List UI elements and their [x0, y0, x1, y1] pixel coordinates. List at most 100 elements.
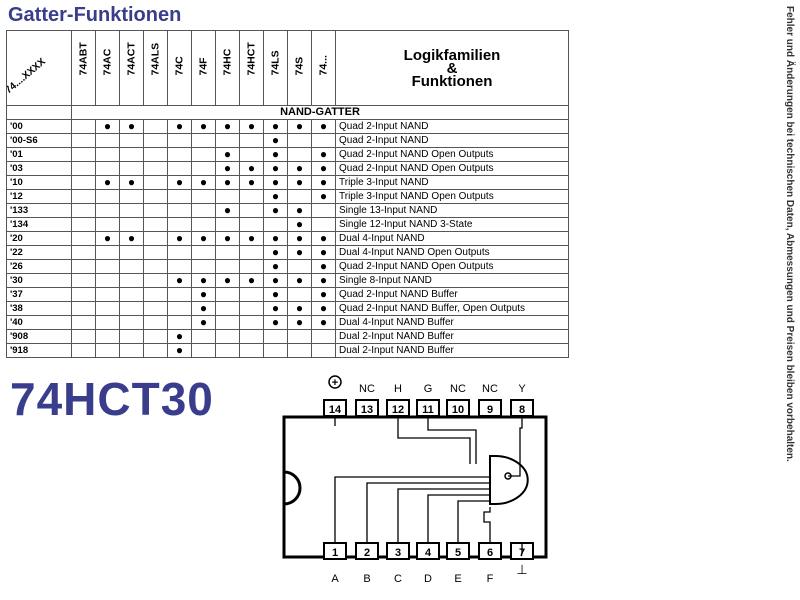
- empty-cell: [287, 133, 312, 148]
- table-row: '134●Single 12-Input NAND 3-State: [6, 217, 569, 232]
- section-label: NAND-GATTER: [71, 105, 569, 120]
- empty-cell: [239, 203, 264, 218]
- empty-cell: [143, 175, 168, 190]
- part-code-cell: '22: [6, 245, 72, 260]
- page-title: Gatter-Funktionen: [8, 4, 182, 26]
- empty-cell: [191, 189, 216, 204]
- part-code-cell: '38: [6, 301, 72, 316]
- pin-label: G: [424, 383, 433, 395]
- empty-cell: [119, 161, 144, 176]
- family-label: 74C: [173, 55, 185, 75]
- empty-cell: [287, 287, 312, 302]
- availability-dot: ●: [191, 287, 216, 302]
- empty-cell: [119, 133, 144, 148]
- empty-cell: [95, 329, 120, 344]
- availability-dot: ●: [167, 231, 192, 246]
- family-header-6: 74HC: [215, 30, 240, 106]
- empty-cell: [143, 133, 168, 148]
- availability-dot: ●: [287, 217, 312, 232]
- availability-dot: ●: [311, 147, 336, 162]
- availability-dot: ●: [191, 175, 216, 190]
- availability-dot: ●: [167, 329, 192, 344]
- empty-cell: [239, 315, 264, 330]
- empty-cell: [167, 217, 192, 232]
- empty-cell: [119, 259, 144, 274]
- empty-cell: [239, 343, 264, 358]
- pin-label: D: [424, 573, 432, 585]
- family-header-2: 74ACT: [119, 30, 144, 106]
- availability-dot: ●: [311, 189, 336, 204]
- function-description-cell: Dual 4-Input NAND Buffer: [335, 315, 569, 330]
- empty-cell: [143, 217, 168, 232]
- availability-dot: ●: [311, 161, 336, 176]
- empty-cell: [287, 189, 312, 204]
- empty-cell: [71, 259, 96, 274]
- empty-cell: [167, 161, 192, 176]
- empty-cell: [119, 301, 144, 316]
- part-code-cell: '918: [6, 343, 72, 358]
- empty-cell: [143, 315, 168, 330]
- empty-cell: [215, 259, 240, 274]
- empty-cell: [287, 343, 312, 358]
- empty-cell: [95, 315, 120, 330]
- pin-box: [478, 399, 502, 417]
- availability-dot: ●: [287, 301, 312, 316]
- pin-number: 9: [487, 404, 493, 416]
- table-row: '01●●●Quad 2-Input NAND Open Outputs: [6, 147, 569, 162]
- availability-dot: ●: [263, 189, 288, 204]
- pin-label: E: [454, 573, 461, 585]
- function-description-cell: Triple 3-Input NAND Open Outputs: [335, 189, 569, 204]
- pin-label: NC: [482, 383, 498, 395]
- availability-dot: ●: [263, 119, 288, 134]
- table-row: '133●●●Single 13-Input NAND: [6, 203, 569, 218]
- empty-cell: [119, 203, 144, 218]
- empty-cell: [95, 203, 120, 218]
- availability-dot: ●: [263, 203, 288, 218]
- table-row: '00-S6●Quad 2-Input NAND: [6, 133, 569, 148]
- family-label: 74ALS: [149, 42, 161, 75]
- empty-cell: [71, 189, 96, 204]
- empty-cell: [239, 133, 264, 148]
- empty-cell: [71, 231, 96, 246]
- pin-number: 12: [392, 404, 404, 416]
- empty-cell: [71, 315, 96, 330]
- empty-cell: [119, 217, 144, 232]
- empty-cell: [239, 245, 264, 260]
- empty-cell: [167, 147, 192, 162]
- availability-dot: ●: [263, 133, 288, 148]
- empty-cell: [119, 245, 144, 260]
- empty-cell: [191, 329, 216, 344]
- family-header-1: 74AC: [95, 30, 120, 106]
- empty-cell: [167, 203, 192, 218]
- family-header-8: 74LS: [263, 30, 288, 106]
- section-row: NAND-GATTER: [6, 105, 569, 120]
- vcc-symbol: +: [332, 377, 338, 389]
- pin-box: [446, 399, 470, 417]
- availability-dot: ●: [287, 315, 312, 330]
- empty-cell: [71, 161, 96, 176]
- availability-dot: ●: [215, 147, 240, 162]
- part-number: 74HCT30: [10, 373, 214, 425]
- pin-number: 11: [422, 404, 434, 416]
- availability-dot: ●: [95, 119, 120, 134]
- availability-dot: ●: [215, 203, 240, 218]
- function-description-cell: Dual 2-Input NAND Buffer: [335, 329, 569, 344]
- table-row: '40●●●●Dual 4-Input NAND Buffer: [6, 315, 569, 330]
- availability-dot: ●: [239, 273, 264, 288]
- pin-number: 8: [519, 404, 525, 416]
- part-code-cell: '134: [6, 217, 72, 232]
- empty-cell: [95, 259, 120, 274]
- availability-dot: ●: [263, 161, 288, 176]
- internal-wiring: [334, 416, 523, 554]
- empty-cell: [167, 189, 192, 204]
- pin-number: 5: [455, 547, 461, 559]
- family-header-4: 74C: [167, 30, 192, 106]
- empty-cell: [239, 329, 264, 344]
- part-code-cell: '12: [6, 189, 72, 204]
- family-label: 74HC: [221, 48, 233, 75]
- family-label: 74S: [293, 56, 305, 75]
- empty-cell: [95, 273, 120, 288]
- gnd-symbol: ⊥: [516, 562, 527, 577]
- pin-number: 10: [452, 404, 464, 416]
